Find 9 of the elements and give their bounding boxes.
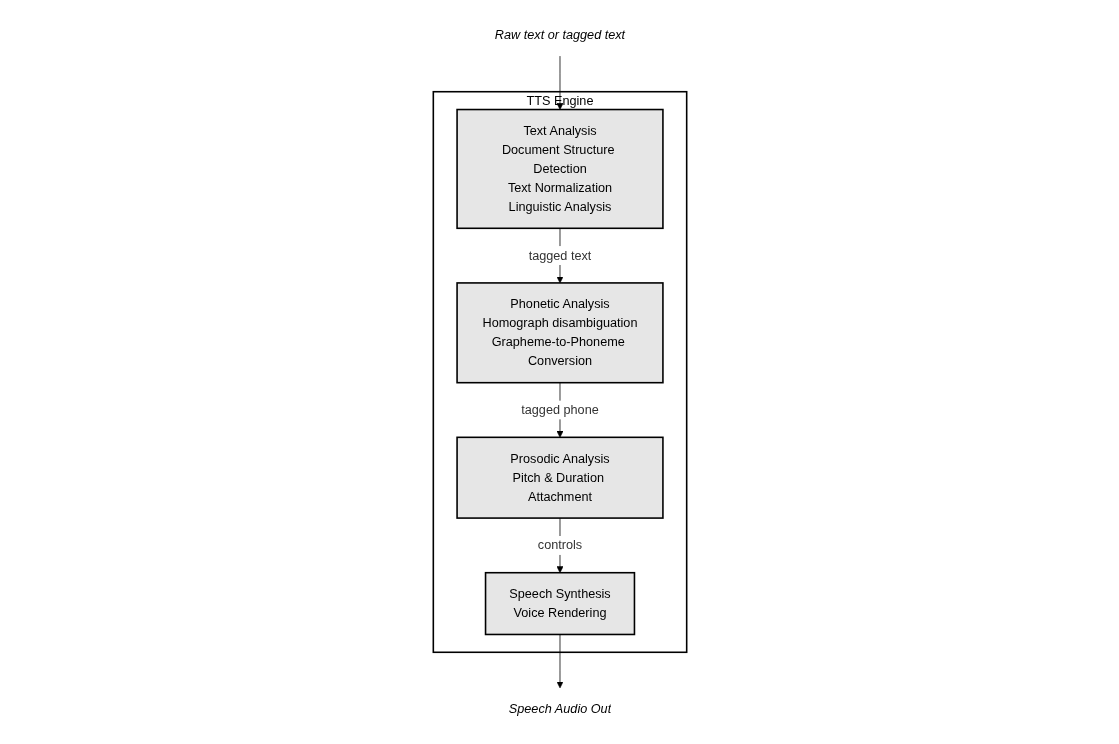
node-box: Phonetic Analysis Homograph disambiguation Grapheme-to-Phoneme Conversion xyxy=(455,282,664,384)
edge-label: controls xyxy=(537,538,582,552)
edge-label: tagged text xyxy=(528,248,591,262)
node-box: Prosodic Analysis Pitch & Duration Attachment xyxy=(455,436,664,519)
node-box: Speech Synthesis Voice Rendering xyxy=(484,571,635,636)
node-text: Raw text or tagged text xyxy=(494,27,625,42)
node-box: Text Analysis Document Structure Detection Text Normalization Linguistic Analysis xyxy=(455,108,664,230)
node-text: Speech Audio Out xyxy=(508,702,611,716)
edge-label: tagged phone xyxy=(520,402,599,417)
